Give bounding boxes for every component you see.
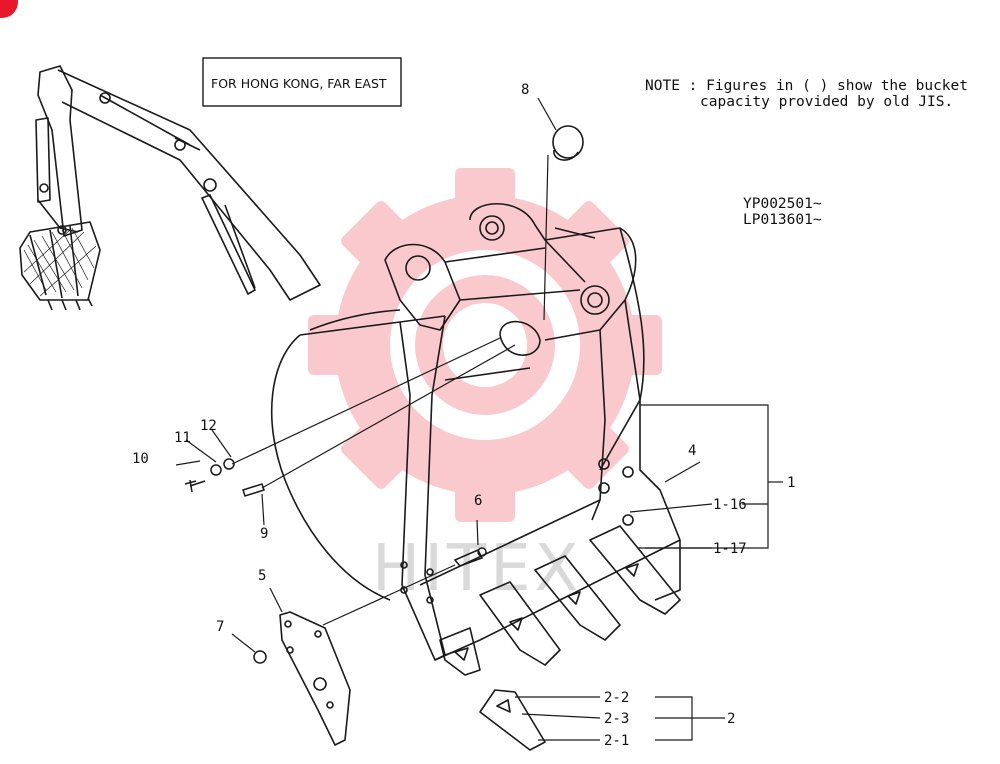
callout-7: 7: [216, 619, 224, 635]
callout-6: 6: [474, 493, 482, 509]
callout-5: 5: [258, 568, 266, 584]
bucket-teeth: [439, 525, 681, 676]
callout-1-16: 1-16: [713, 497, 747, 513]
callout-10: 10: [132, 451, 149, 467]
serial-number-1: YP002501~: [743, 196, 822, 212]
serial-number-2: LP013601~: [743, 212, 822, 228]
callout-11: 11: [174, 430, 191, 446]
callout-2: 2: [727, 711, 735, 727]
callout-1: 1: [787, 475, 795, 491]
callout-8: 8: [521, 82, 529, 98]
excavator-arm-thumbnail: [19, 65, 321, 311]
callout-2-3: 2-3: [604, 711, 629, 727]
callout-2-2: 2-2: [604, 690, 629, 706]
leader-lines: [175, 97, 783, 741]
callout-labels: 1 1-16 1-17 2 2-2 2-3 2-1 4 5 6 7 8 9 10…: [132, 82, 795, 749]
callout-2-1: 2-1: [604, 733, 629, 749]
note-line-2: capacity provided by old JIS.: [700, 94, 953, 110]
callout-12: 12: [200, 418, 217, 434]
bucket-body: [270, 203, 681, 661]
side-cutter-part: [279, 611, 351, 746]
fasteners: [184, 458, 487, 664]
cap-part: [552, 125, 584, 161]
callout-4: 4: [688, 443, 696, 459]
region-label: FOR HONG KONG, FAR EAST: [211, 76, 387, 91]
loose-tooth-part: [479, 689, 546, 751]
callout-1-17: 1-17: [713, 541, 747, 557]
callout-9: 9: [260, 526, 268, 542]
region-box-frame: [202, 57, 402, 107]
corner-badge: [0, 0, 18, 18]
note-line-1: NOTE : Figures in ( ) show the bucket: [645, 78, 968, 94]
mini-bucket-hatch: [23, 227, 97, 297]
